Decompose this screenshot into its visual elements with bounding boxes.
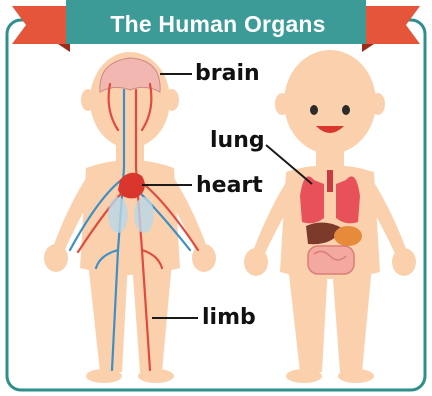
lung-label: lung xyxy=(210,130,265,152)
brain-label: brain xyxy=(195,63,260,85)
right-lung-shape xyxy=(336,176,360,223)
intestines-shape xyxy=(308,246,354,274)
diagram-title: The Human Organs xyxy=(70,4,366,44)
heart-label: heart xyxy=(196,175,263,197)
limb-label: limb xyxy=(202,307,256,329)
